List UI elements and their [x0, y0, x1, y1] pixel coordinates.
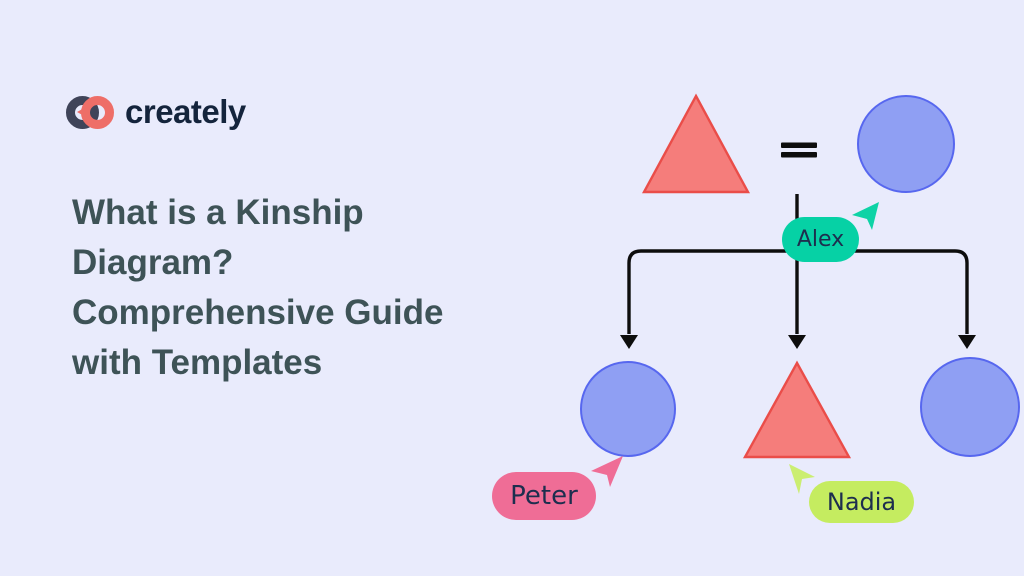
- collaborator-name-alex: Alex: [796, 227, 845, 252]
- marriage-equals-icon: [781, 142, 817, 158]
- arrowhead-right: [958, 335, 976, 349]
- cursor-pointer-alex-icon: [852, 202, 879, 230]
- collaborator-tag-peter: Peter: [492, 472, 596, 520]
- cursor-pointer-peter-icon: [591, 456, 623, 487]
- child-peter-circle-shape: [580, 361, 676, 457]
- title-line-2: Diagram?: [72, 243, 234, 282]
- page-title: What is a Kinship Diagram? Comprehensive…: [72, 188, 532, 388]
- title-line-1: What is a Kinship: [72, 193, 364, 232]
- title-line-3: Comprehensive Guide: [72, 293, 444, 332]
- child-nadia-triangle-shape: [742, 360, 852, 459]
- arrowhead-middle: [788, 335, 806, 349]
- logo-arrow-detail: [77, 107, 86, 117]
- title-line-4: with Templates: [72, 343, 323, 382]
- collaborator-name-nadia: Nadia: [826, 488, 897, 516]
- collaborator-name-peter: Peter: [510, 481, 578, 511]
- mother-circle-shape: [857, 95, 955, 193]
- collaborator-tag-nadia: Nadia: [809, 481, 914, 523]
- arrowhead-left: [620, 335, 638, 349]
- cursor-pointer-nadia-icon: [789, 464, 815, 494]
- collaborator-tag-alex: Alex: [782, 217, 859, 262]
- logo-wordmark: creately: [125, 93, 246, 130]
- creately-rings-icon: [66, 95, 115, 129]
- father-triangle-shape: [641, 93, 751, 194]
- creately-logo[interactable]: creately: [66, 95, 246, 129]
- child-right-circle-shape: [920, 357, 1020, 457]
